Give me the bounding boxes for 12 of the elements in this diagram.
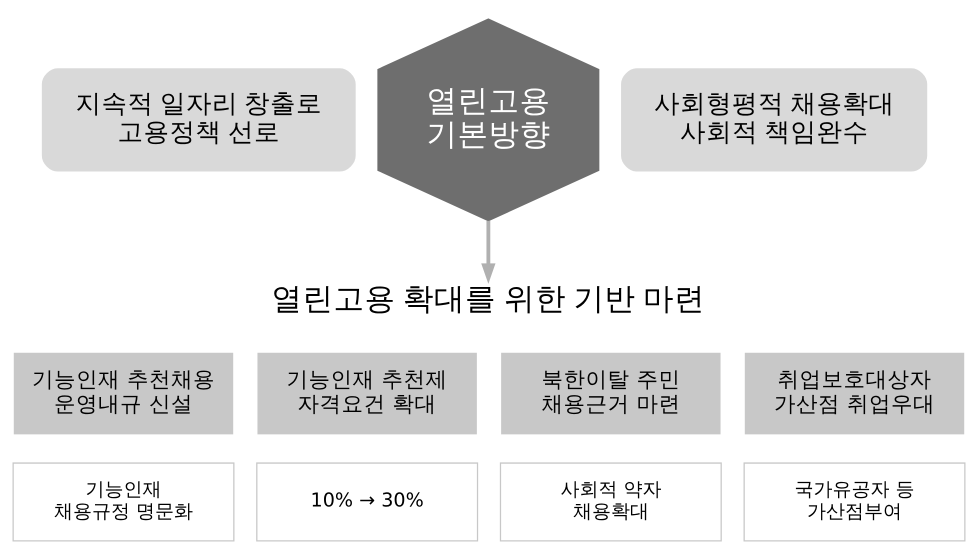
node-box: 국가유공자 등 가산점부여 [744,462,966,542]
node-box: 지속적 일자리 창출로 고용정책 선로 [42,68,356,172]
node-box: 기능인재 추천채용 운영내규 신설 [12,350,234,436]
node-box: 기능인재 채용규정 명문화 [12,462,234,542]
node-box: 사회형평적 채용확대 사회적 책임완수 [621,68,928,172]
node-text: 열린고용 확대를 위한 기반 마련 [272,281,706,316]
node-box: 취업보호대상자 가산점 취업우대 [744,350,966,436]
node-box: 북한이탈 주민 채용근거 마련 [500,350,722,436]
node-box: 10% → 30% [256,462,478,542]
node-box: 기능인재 추천제 자격요건 확대 [256,350,478,436]
arrow [481,220,496,284]
node-box: 사회적 약자 채용확대 [500,462,722,542]
